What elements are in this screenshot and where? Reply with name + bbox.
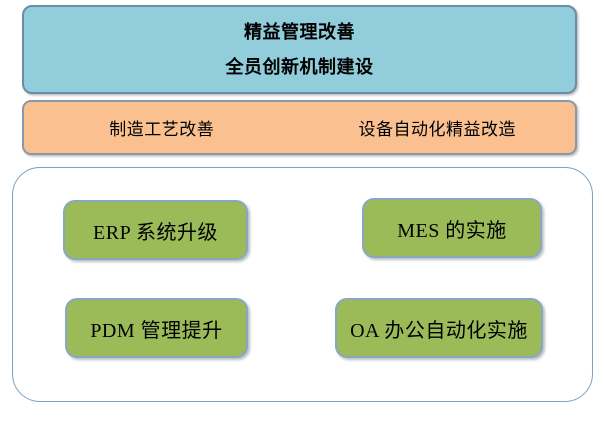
lean-management-title: 精益管理改善 <box>244 22 355 42</box>
process-improvement-box: 制造工艺改善 设备自动化精益改造 <box>22 100 577 155</box>
manufacturing-process-label: 制造工艺改善 <box>109 120 215 139</box>
pdm-improvement-box: PDM 管理提升 <box>65 298 248 358</box>
erp-upgrade-box: ERP 系统升级 <box>63 200 248 260</box>
oa-automation-box: OA 办公自动化实施 <box>335 298 543 358</box>
lean-management-box: 精益管理改善 全员创新机制建设 <box>22 5 577 94</box>
mes-implementation-box: MES 的实施 <box>362 198 542 258</box>
innovation-mechanism-title: 全员创新机制建设 <box>225 57 374 77</box>
equipment-automation-label: 设备自动化精益改造 <box>358 120 516 139</box>
